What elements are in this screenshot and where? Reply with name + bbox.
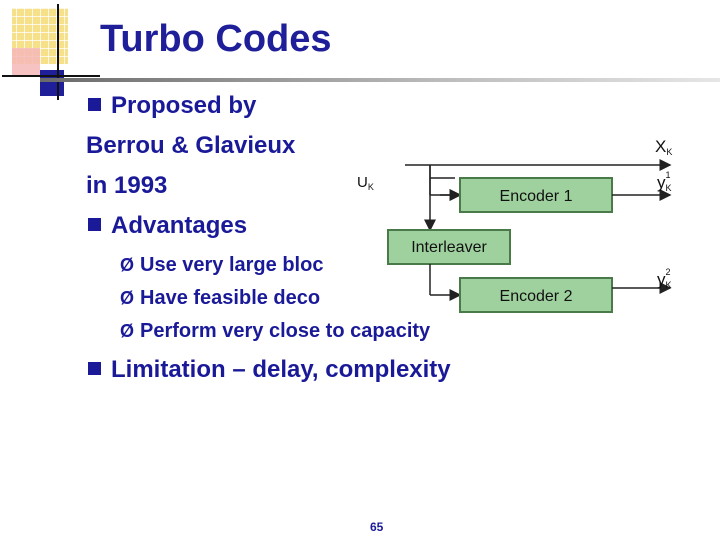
bullet-year: in 1993 <box>86 172 168 199</box>
bullet-proposed: Proposed by <box>88 92 256 120</box>
systematic-output-label: XK <box>655 137 672 157</box>
square-bullet-icon <box>88 98 101 111</box>
encoder1-label: Encoder 1 <box>500 188 573 205</box>
title-underline <box>40 78 720 82</box>
encoder2-box <box>459 277 613 313</box>
logo-grid-icon <box>0 0 100 100</box>
page-title: Turbo Codes <box>100 18 332 60</box>
square-bullet-icon <box>88 218 101 231</box>
arrow-bullet-icon: Ø <box>120 321 135 341</box>
bullet-advantages: Advantages <box>88 212 247 240</box>
bullet-limitation: Limitation – delay, complexity <box>88 356 451 384</box>
square-bullet-icon <box>88 362 101 375</box>
encoder2-label: Encoder 2 <box>500 288 573 305</box>
bullet-authors: Berrou & Glavieux <box>86 132 296 159</box>
interleaver-box <box>387 229 511 265</box>
interleaver-label: Interleaver <box>411 239 487 256</box>
arrow-bullet-icon: Ø <box>120 255 135 275</box>
turbo-encoder-diagram: Encoder 1 Interleaver Encoder 2 UK XK y1… <box>340 130 720 330</box>
encoder1-box <box>459 177 613 213</box>
input-label: UK <box>357 174 374 192</box>
page-number: 65 <box>370 520 384 534</box>
arrow-bullet-icon: Ø <box>120 288 135 308</box>
